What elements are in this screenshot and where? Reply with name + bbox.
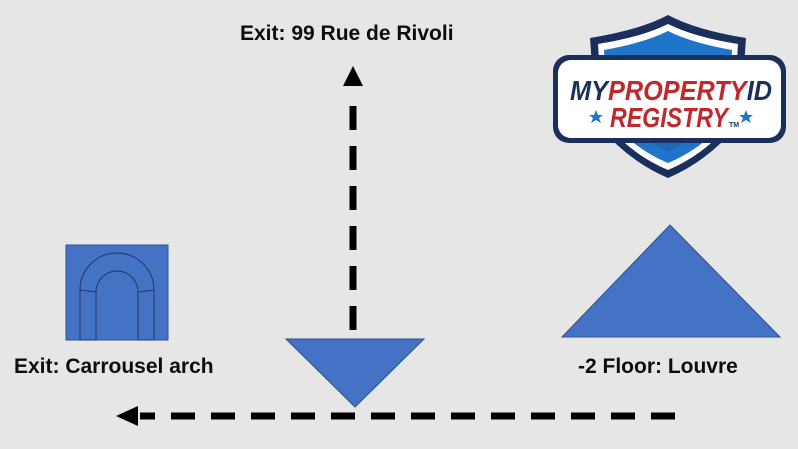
arrow-up-to-rivoli [343, 66, 363, 330]
logo-line1: MYPROPERTYID [570, 75, 772, 106]
floor-louvre-label: -2 Floor: Louvre [578, 355, 738, 378]
arrow-left-to-carrousel [116, 406, 675, 426]
arrow-left-head [116, 406, 138, 426]
arch-icon [65, 244, 169, 341]
inverted-pyramid-icon [284, 338, 426, 408]
shield-logo-icon [553, 15, 786, 178]
logo-trademark: TM [729, 122, 739, 129]
logo-line2: REGISTRY [610, 102, 730, 133]
exit-carrousel-label: Exit: Carrousel arch [14, 355, 214, 378]
exit-rivoli-label: Exit: 99 Rue de Rivoli [240, 22, 454, 45]
arrow-up-head [343, 66, 363, 86]
pyramid-icon [560, 224, 782, 338]
